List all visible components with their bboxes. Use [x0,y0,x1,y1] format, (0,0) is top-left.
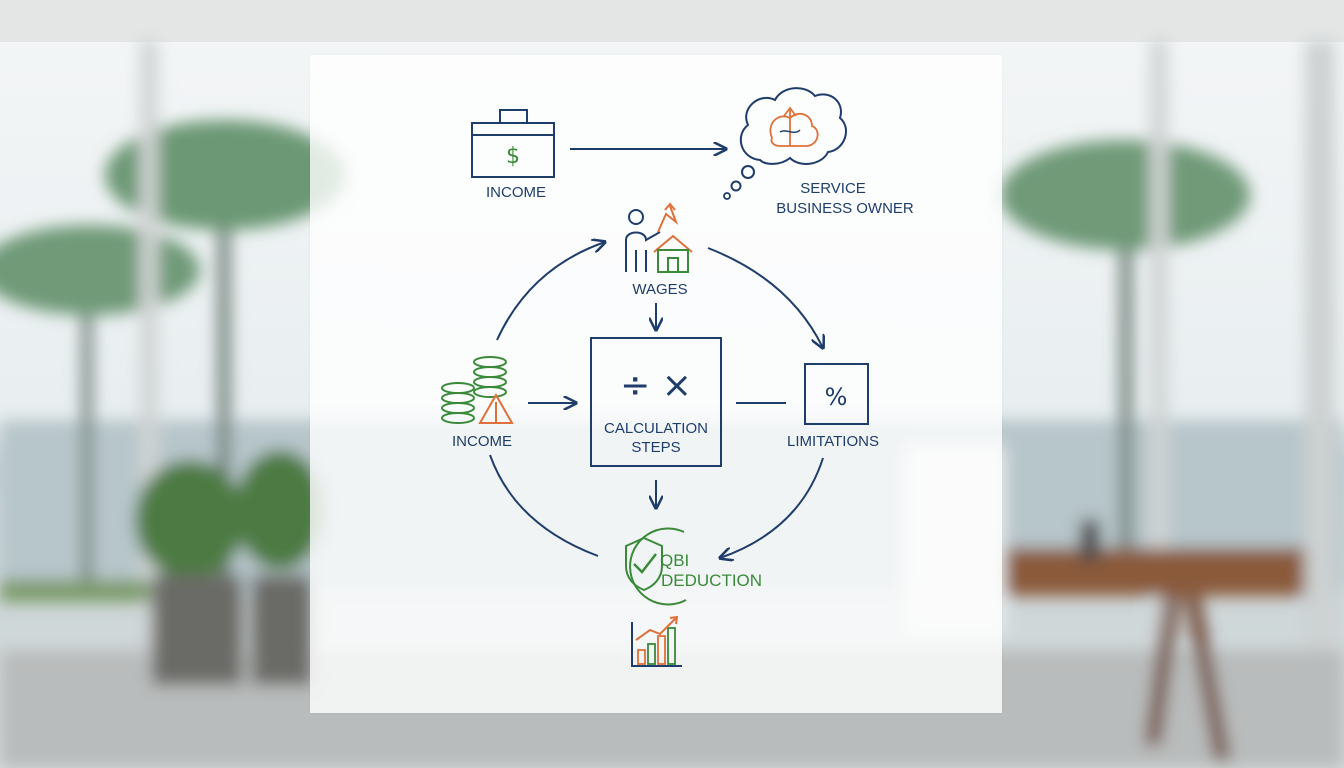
percent-symbol: % [825,383,848,411]
person-house-growth-icon [625,202,693,273]
arc-income-to-wages [496,242,605,341]
coin-stacks-icon [441,356,514,424]
wages-label: WAGES [632,281,687,298]
bar-chart-growth-icon [631,615,682,667]
calc-symbols: ÷ × [620,365,692,406]
limitations-label: LIMITATIONS [787,433,879,450]
income-top-label: INCOME [486,184,546,201]
arc-income-to-qbi [489,454,599,557]
qbi-label-line2: DEDUCTION [661,571,762,590]
shield-check-icon [625,527,687,606]
owner-label-line2: BUSINESS OWNER [776,200,914,217]
briefcase-dollar-icon: $ [471,109,555,178]
arc-wages-to-limitations [707,247,823,348]
svg-text:$: $ [506,144,520,169]
thought-cloud-brain-icon [723,87,847,200]
calc-label-line2: STEPS [631,439,680,456]
owner-label-line1: SERVICE [800,180,866,197]
qbi-label-line1: QBI [660,551,689,570]
calculation-box [590,337,722,467]
arc-limitations-to-qbi [720,457,824,558]
calc-label-line1: CALCULATION [604,420,708,437]
percent-box-icon [804,363,869,425]
income-left-label: INCOME [452,433,512,450]
